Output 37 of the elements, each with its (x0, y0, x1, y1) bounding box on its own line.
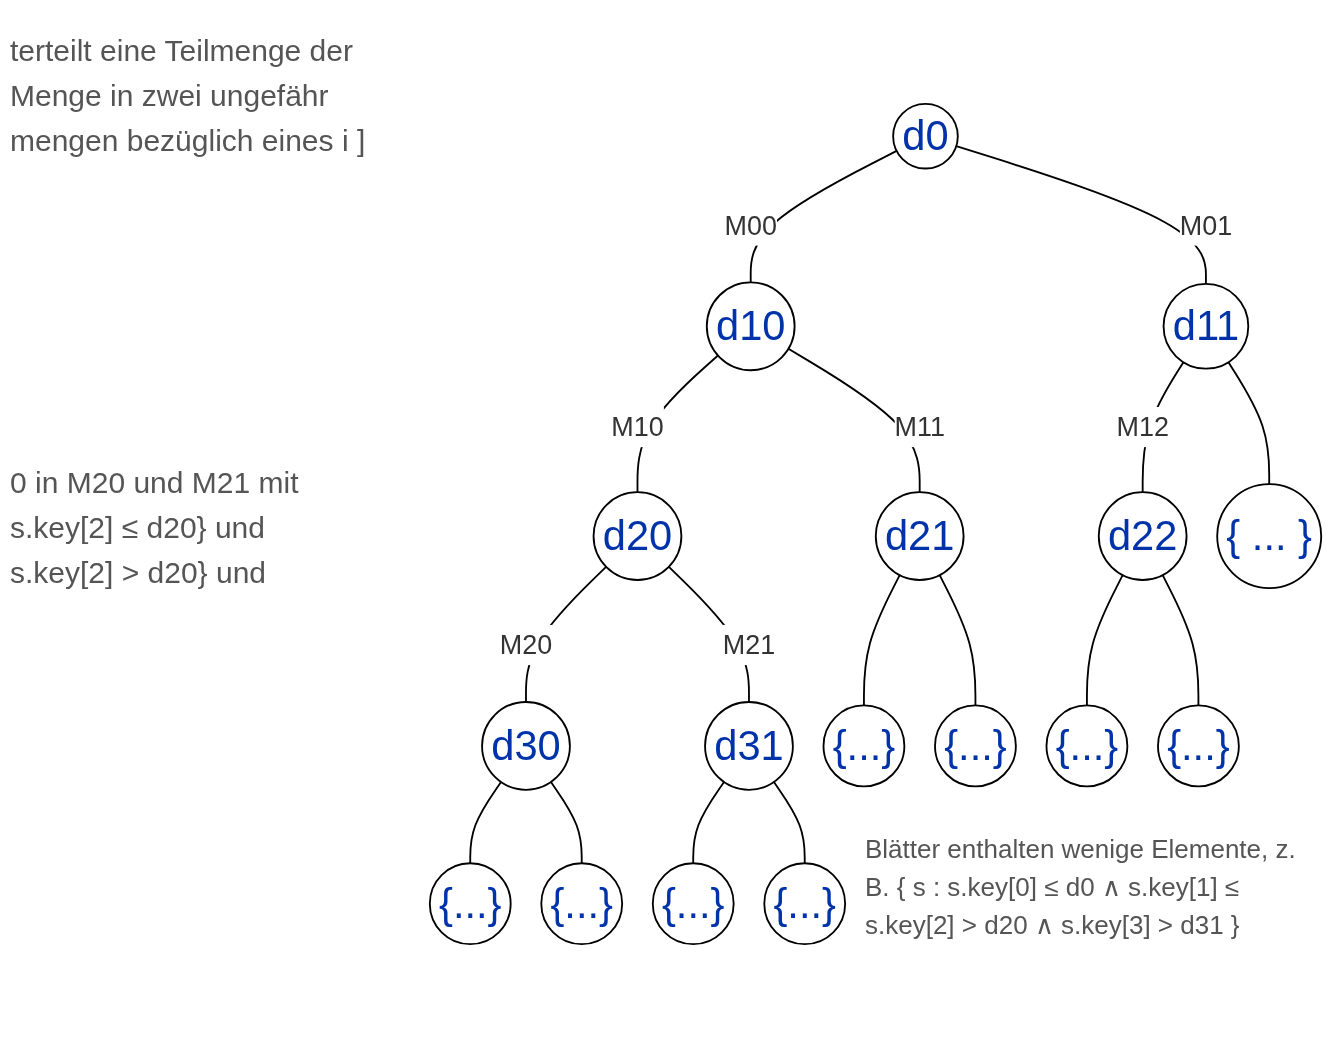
node-circle: {...} (1157, 704, 1240, 788)
edge-label: M12 (1116, 411, 1169, 443)
edge-label: M01 (1179, 210, 1233, 241)
note-text: 0 in M20 und M21 mit s.key[2] ≤ d20} und s.key[2] > d20} und (10, 465, 300, 591)
node-circle: d11 (1162, 283, 1250, 370)
node-circle: {...} (763, 862, 847, 946)
connector (938, 574, 977, 707)
connector (1161, 574, 1200, 707)
connector (469, 781, 502, 865)
node-circle: d0 (892, 102, 959, 170)
edge-label: M00 (724, 210, 777, 241)
node-circle: {...} (540, 862, 624, 946)
edge-label: M10 (611, 411, 664, 443)
edge-label: M11 (894, 411, 945, 443)
node-circle: {...} (1045, 704, 1129, 788)
node-circle: d22 (1097, 491, 1188, 581)
note-text: terteilt eine Teilmenge der Menge in zwei ungefähr mengen bezüglich eines i ] (10, 33, 367, 159)
node-circle: d10 (705, 281, 796, 372)
connector (955, 145, 1207, 285)
connector (692, 781, 725, 865)
node-circle: {...} (934, 704, 1017, 788)
connector (773, 781, 806, 865)
node-circle: d30 (481, 701, 571, 791)
node-circle: d31 (704, 701, 794, 791)
node-circle: {...} (822, 704, 906, 788)
edge-label: M20 (499, 629, 553, 661)
node-circle: d21 (874, 491, 965, 581)
connector (1086, 574, 1124, 707)
connector (550, 781, 583, 865)
node-circle: { ... } (1216, 483, 1323, 590)
connector (1227, 361, 1271, 485)
node-circle: {...} (651, 862, 735, 946)
connector (863, 574, 901, 707)
node-circle: {...} (428, 862, 512, 946)
edge-label: M21 (722, 629, 776, 661)
note-text: Blätter enthalten wenige Elemente, z. B. { s : s.key[0] ≤ d0 ∧ s.key[1] ≤ s.key[2] > d20 ∧ s.key[3] > d31 } (865, 833, 1297, 942)
node-circle: d20 (592, 491, 683, 581)
